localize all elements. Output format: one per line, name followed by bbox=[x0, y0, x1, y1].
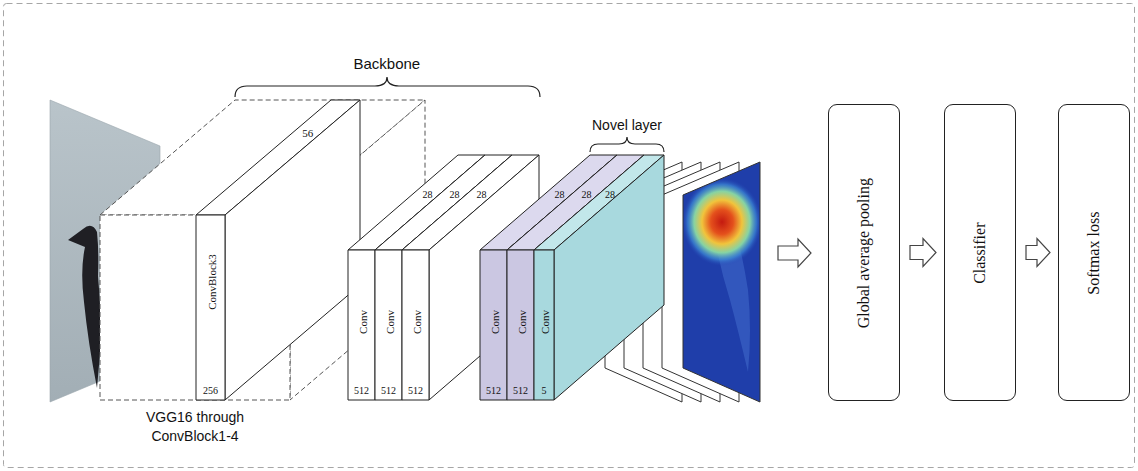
text-holder: 512 bbox=[486, 380, 501, 398]
text-holder: 56 bbox=[302, 123, 313, 141]
process-box: Softmax loss bbox=[1058, 104, 1130, 401]
stage-name: Global average pooling bbox=[855, 178, 873, 328]
heatmap-blob bbox=[682, 178, 762, 266]
layer-name: Conv bbox=[540, 310, 551, 334]
spatial-size: 28 bbox=[450, 190, 460, 200]
spatial-size: 28 bbox=[605, 190, 615, 200]
side-face bbox=[225, 100, 360, 400]
backbone-bracket bbox=[235, 77, 540, 97]
text-holder: ConvBlock3 bbox=[201, 254, 219, 310]
layer-name: ConvBlock3 bbox=[206, 254, 217, 310]
novel-conv-layer: 28Conv 5 bbox=[534, 155, 664, 400]
text-holder: 512 bbox=[381, 380, 396, 398]
text-holder: Softmax loss bbox=[1085, 211, 1103, 294]
side-face bbox=[429, 155, 539, 400]
spatial-size: 56 bbox=[302, 128, 313, 139]
text-holder: Classifier bbox=[971, 222, 989, 283]
text-holder: 28 bbox=[555, 184, 565, 202]
novel-layer-bracket bbox=[590, 137, 664, 152]
channel-count: 512 bbox=[513, 386, 528, 396]
layer-name: Conv bbox=[489, 310, 500, 334]
bird-silhouette bbox=[68, 226, 101, 388]
channel-count: 256 bbox=[203, 386, 218, 396]
text-holder: 28 bbox=[477, 184, 487, 202]
side-face bbox=[554, 155, 664, 400]
process-box: Global average pooling bbox=[828, 104, 900, 401]
heatmap bbox=[682, 178, 762, 372]
text-holder: 28 bbox=[423, 184, 433, 202]
text-holder: Conv bbox=[352, 310, 370, 334]
text-holder: 28 bbox=[450, 184, 460, 202]
flow-arrow bbox=[1026, 239, 1050, 267]
bracket-label: Novel layer bbox=[592, 117, 662, 133]
front-face bbox=[348, 250, 375, 400]
text-holder: 512 bbox=[408, 380, 423, 398]
text-holder: 256 bbox=[203, 380, 218, 398]
block-caption: VGG16 through ConvBlock1-4 bbox=[130, 408, 260, 446]
front-face bbox=[375, 250, 402, 400]
layer-slab bbox=[196, 100, 360, 400]
process-box: Classifier bbox=[944, 104, 1016, 401]
text-holder: 28 bbox=[582, 184, 592, 202]
layer-name: Conv bbox=[384, 310, 395, 334]
front-face bbox=[402, 250, 429, 400]
layer-name: Conv bbox=[357, 310, 368, 334]
text-holder: 28 bbox=[605, 184, 615, 202]
stage-name: Classifier bbox=[971, 222, 989, 283]
flow-arrow bbox=[910, 239, 936, 267]
text-holder: Conv bbox=[535, 310, 553, 334]
front-face bbox=[196, 215, 225, 400]
layer-name: Conv bbox=[411, 310, 422, 334]
channel-count: 512 bbox=[408, 386, 423, 396]
text-holder: Conv bbox=[379, 310, 397, 334]
channel-count: 512 bbox=[354, 386, 369, 396]
text-holder: VGG16 through ConvBlock1-4 bbox=[130, 408, 260, 446]
text-holder: 5 bbox=[542, 380, 547, 398]
layer-name: Conv bbox=[516, 310, 527, 334]
front-face bbox=[507, 250, 534, 400]
spatial-size: 28 bbox=[477, 190, 487, 200]
frame-border bbox=[4, 4, 1135, 468]
text-holder: 512 bbox=[354, 380, 369, 398]
text-holder: Global average pooling bbox=[855, 178, 873, 328]
conv-block: 56ConvBlock3 256 bbox=[196, 100, 360, 400]
bracket-label: Backbone bbox=[354, 55, 421, 72]
stage-name: Softmax loss bbox=[1085, 211, 1103, 294]
front-face bbox=[534, 250, 554, 400]
text-holder: Conv bbox=[406, 310, 424, 334]
text-holder: 512 bbox=[513, 380, 528, 398]
heatmap-border bbox=[683, 162, 760, 402]
front-face bbox=[480, 250, 507, 400]
channel-count: 512 bbox=[381, 386, 396, 396]
text-holder: Conv bbox=[511, 310, 529, 334]
channel-count: 512 bbox=[486, 386, 501, 396]
channel-count: 5 bbox=[542, 386, 547, 396]
flow-arrow bbox=[778, 239, 811, 267]
label-holder: Novel layer bbox=[592, 116, 662, 134]
layer-slab bbox=[534, 155, 664, 400]
label-holder: Backbone bbox=[354, 55, 421, 73]
text-holder: Conv bbox=[484, 310, 502, 334]
spatial-size: 28 bbox=[555, 190, 565, 200]
spatial-size: 28 bbox=[423, 190, 433, 200]
spatial-size: 28 bbox=[582, 190, 592, 200]
